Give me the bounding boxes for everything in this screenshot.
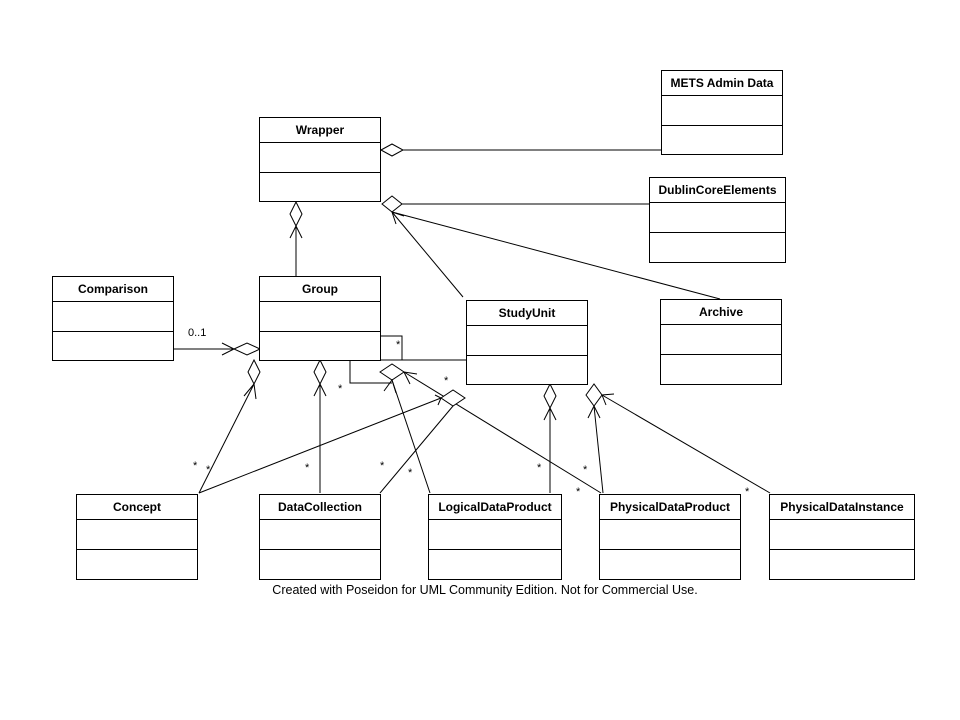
multiplicity-label: *	[193, 460, 198, 472]
multiplicity-label: *	[396, 339, 401, 351]
operations-compartment	[661, 355, 781, 383]
operations-compartment	[260, 550, 380, 578]
association-line	[391, 211, 464, 298]
operations-compartment	[662, 126, 782, 154]
aggregation-diamond	[543, 382, 557, 410]
attributes-compartment	[77, 520, 197, 550]
arrow-head	[383, 378, 397, 394]
operations-compartment	[53, 332, 173, 360]
class-name: Concept	[77, 495, 197, 520]
operations-compartment	[467, 356, 587, 384]
attributes-compartment	[260, 302, 380, 332]
association-line	[593, 405, 604, 494]
operations-compartment	[770, 550, 914, 578]
class-concept[interactable]: Concept	[76, 494, 198, 580]
arrow-head	[587, 404, 601, 419]
multiplicity-label: *	[380, 460, 385, 472]
aggregation-diamond	[379, 143, 405, 157]
attributes-compartment	[260, 520, 380, 550]
arrow-head	[434, 394, 442, 406]
operations-compartment	[77, 550, 197, 578]
aggregation-diamond	[247, 358, 261, 386]
aggregation-diamond	[313, 358, 327, 386]
class-name: StudyUnit	[467, 301, 587, 326]
class-wrapper[interactable]: Wrapper	[259, 117, 381, 202]
operations-compartment	[260, 173, 380, 201]
multiplicity-label: *	[583, 464, 588, 476]
attributes-compartment	[650, 203, 785, 233]
class-name: DataCollection	[260, 495, 380, 520]
aggregation-diamond	[440, 389, 466, 407]
aggregation-diamond	[585, 383, 603, 407]
aggregation-diamond	[289, 200, 303, 228]
class-name: PhysicalDataProduct	[600, 495, 740, 520]
attributes-compartment	[260, 143, 380, 173]
association-line	[391, 211, 721, 300]
association-line	[198, 383, 255, 494]
multiplicity-label: *	[206, 464, 211, 476]
operations-compartment	[650, 233, 785, 261]
multiplicity-label: 0..1	[188, 327, 207, 339]
class-dublin-core-elements[interactable]: DublinCoreElements	[649, 177, 786, 263]
multiplicity-label: *	[305, 462, 310, 474]
footer-notice: Created with Poseidon for UML Community …	[272, 583, 698, 597]
class-name: Comparison	[53, 277, 173, 302]
class-name: METS Admin Data	[662, 71, 782, 96]
association-line	[198, 397, 442, 494]
association-line	[380, 335, 403, 361]
operations-compartment	[600, 550, 740, 578]
arrow-head	[313, 382, 327, 397]
class-name: Archive	[661, 300, 781, 325]
class-study-unit[interactable]: StudyUnit	[466, 300, 588, 385]
aggregation-diamond	[379, 363, 405, 381]
multiplicity-label: *	[537, 462, 542, 474]
association-line	[403, 371, 602, 494]
multiplicity-label: *	[576, 486, 581, 498]
multiplicity-label: *	[745, 486, 750, 498]
association-line	[379, 405, 454, 494]
class-physical-data-product[interactable]: PhysicalDataProduct	[599, 494, 741, 580]
arrow-head	[221, 342, 236, 356]
multiplicity-label: *	[338, 383, 343, 395]
class-comparison[interactable]: Comparison	[52, 276, 174, 361]
class-name: DublinCoreElements	[650, 178, 785, 203]
class-name: Wrapper	[260, 118, 380, 143]
aggregation-diamond	[232, 342, 262, 356]
attributes-compartment	[467, 326, 587, 356]
multiplicity-label: *	[444, 375, 449, 387]
aggregation-diamond	[381, 195, 403, 213]
attributes-compartment	[770, 520, 914, 550]
class-name: PhysicalDataInstance	[770, 495, 914, 520]
attributes-compartment	[661, 325, 781, 355]
class-logical-data-product[interactable]: LogicalDataProduct	[428, 494, 562, 580]
arrow-head	[391, 211, 405, 225]
class-name: Group	[260, 277, 380, 302]
attributes-compartment	[662, 96, 782, 126]
arrow-head	[289, 224, 303, 239]
operations-compartment	[260, 332, 380, 360]
class-name: LogicalDataProduct	[429, 495, 561, 520]
class-physical-data-instance[interactable]: PhysicalDataInstance	[769, 494, 915, 580]
association-line	[349, 360, 392, 384]
association-line	[601, 394, 771, 494]
class-mets-admin-data[interactable]: METS Admin Data	[661, 70, 783, 155]
arrow-head	[543, 406, 557, 421]
attributes-compartment	[53, 302, 173, 332]
attributes-compartment	[429, 520, 561, 550]
arrow-head	[403, 371, 418, 385]
class-archive[interactable]: Archive	[660, 299, 782, 385]
arrow-head	[601, 393, 615, 406]
operations-compartment	[429, 550, 561, 578]
attributes-compartment	[600, 520, 740, 550]
multiplicity-label: *	[408, 467, 413, 479]
class-data-collection[interactable]: DataCollection	[259, 494, 381, 580]
association-line	[391, 379, 431, 494]
arrow-head	[243, 382, 257, 400]
class-group[interactable]: Group	[259, 276, 381, 361]
